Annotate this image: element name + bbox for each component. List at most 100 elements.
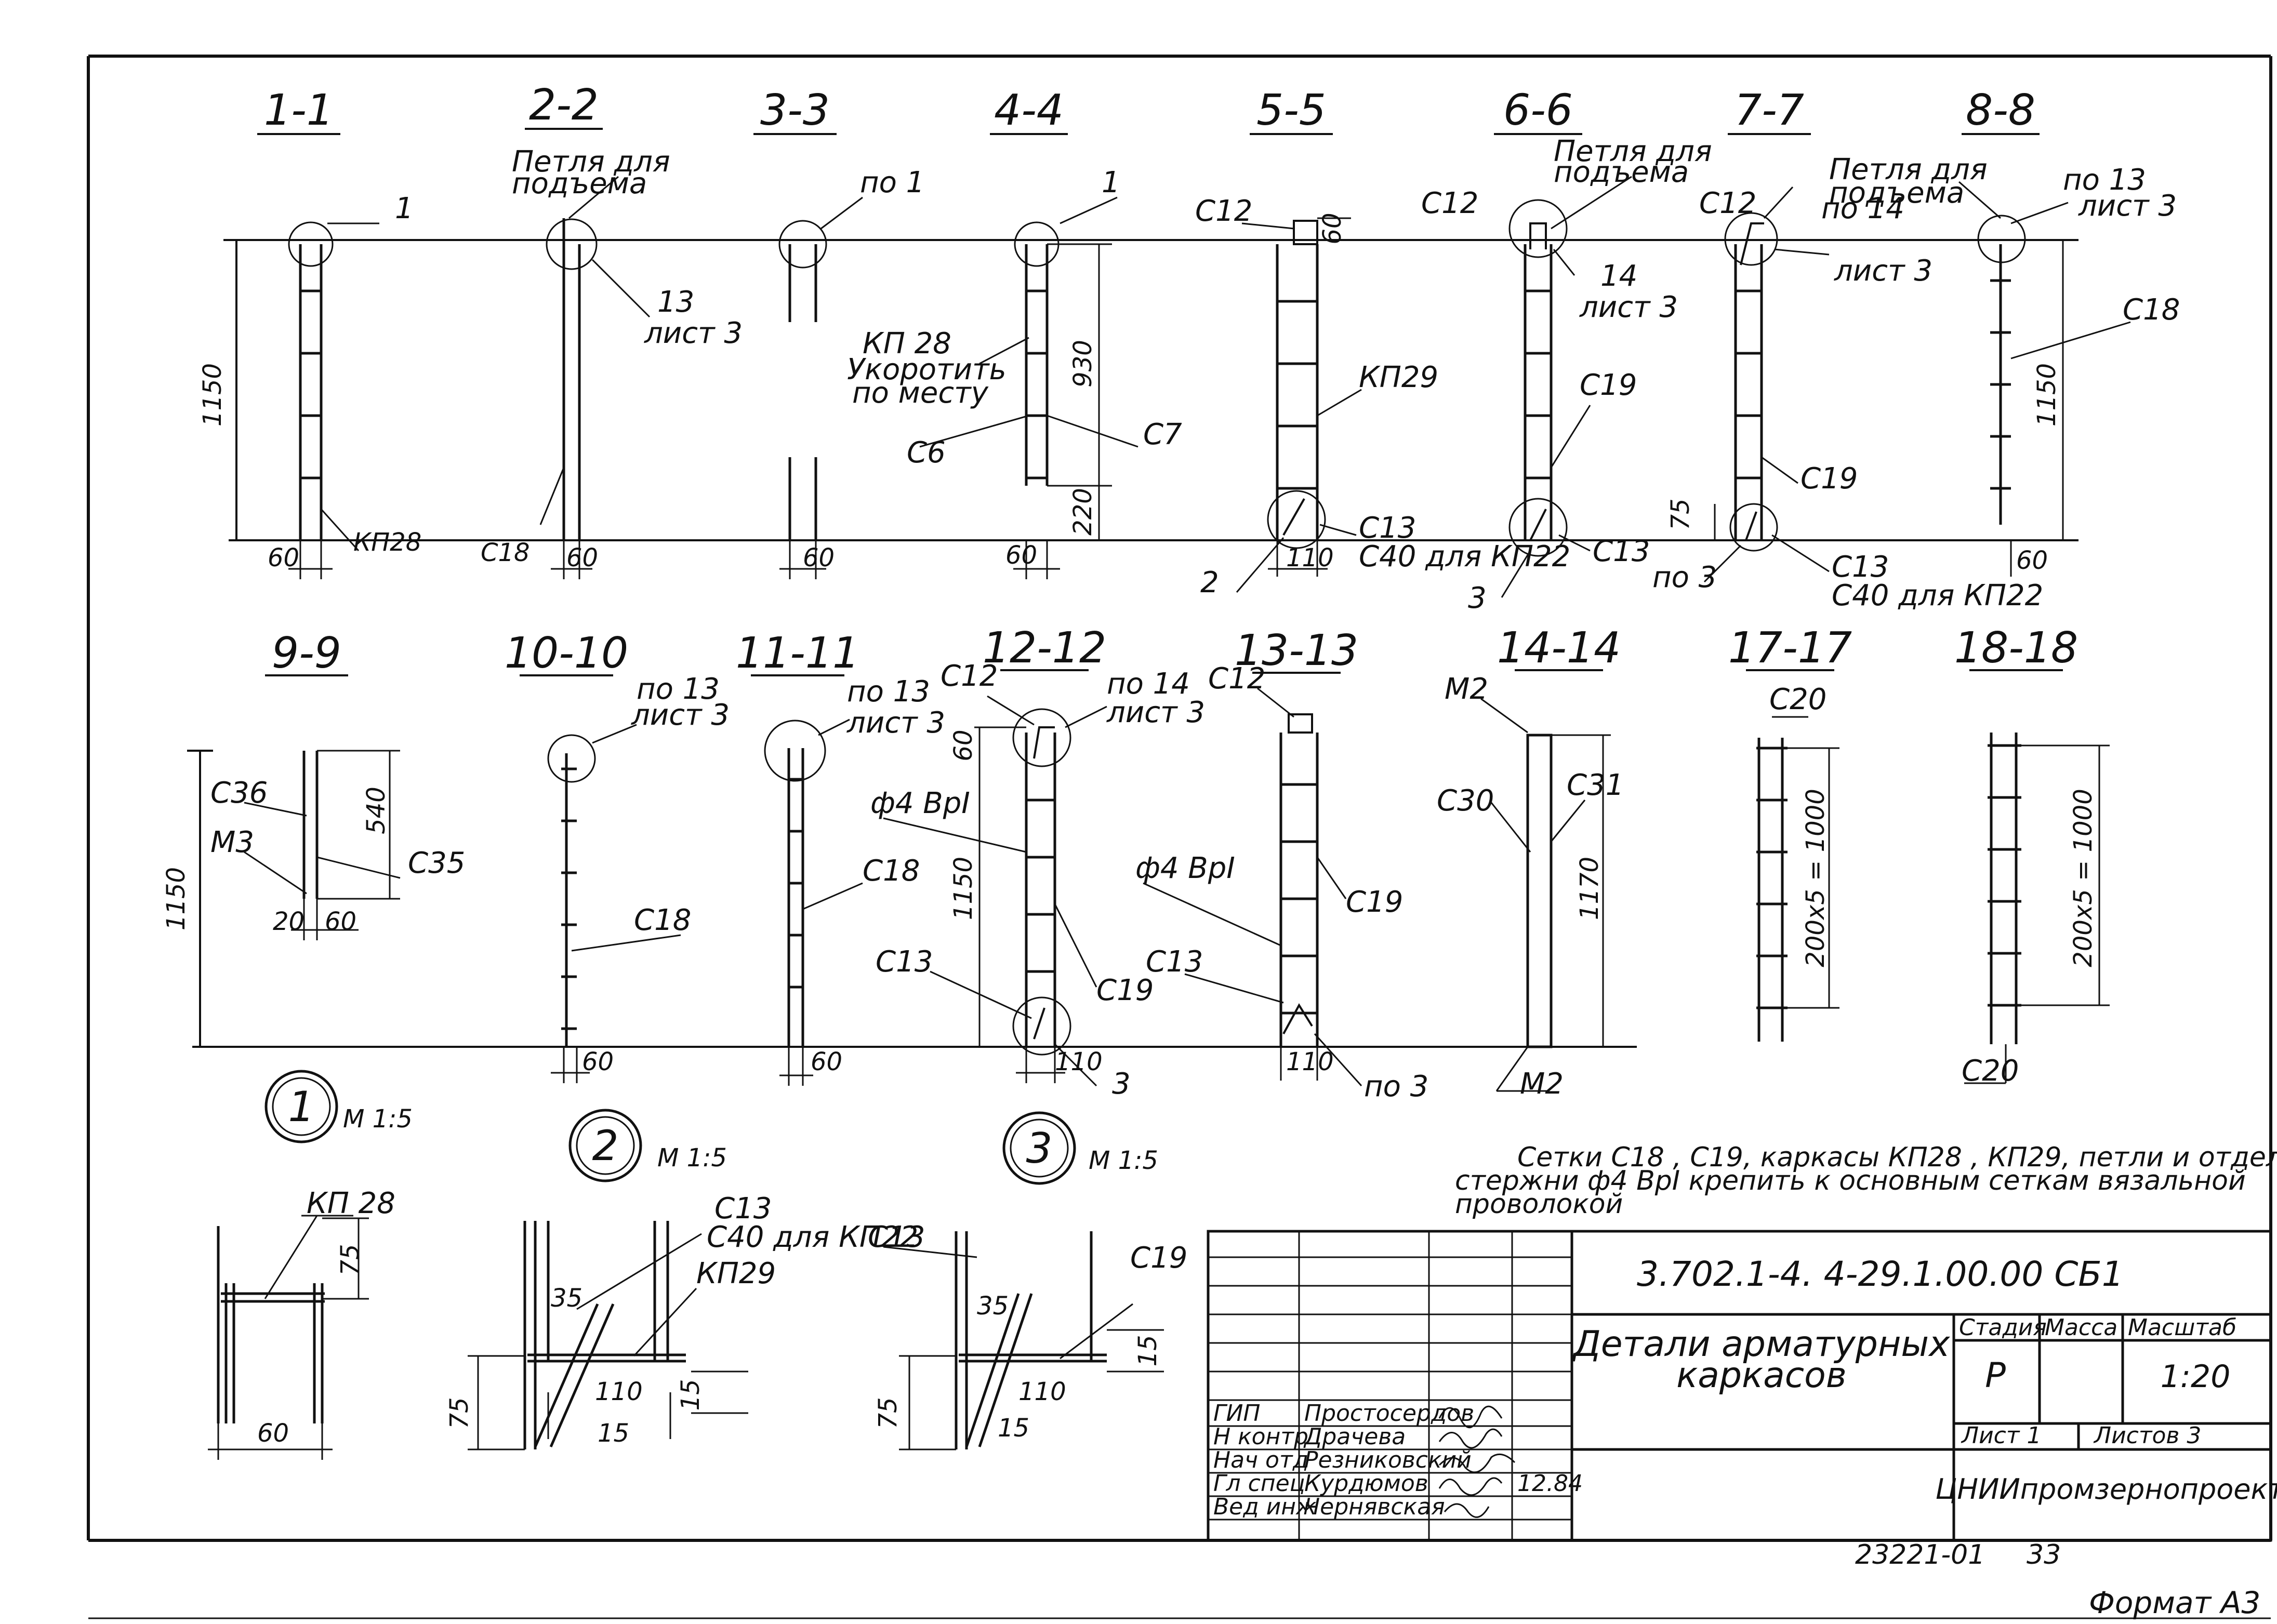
callout-12-12-3: 3 xyxy=(1112,1067,1131,1101)
callout-13-13-c13: С13 xyxy=(1146,945,1203,979)
callout-14-14-c31: С31 xyxy=(1567,768,1624,802)
callout-12-12-po14: по 14 xyxy=(1107,667,1190,701)
dim-110-13-13: 110 xyxy=(1286,1047,1334,1076)
dim-75-d2: 75 xyxy=(445,1397,474,1429)
footer-number: 23221-01 xyxy=(1855,1539,1985,1570)
dim-60-9-9: 60 xyxy=(325,907,356,936)
tb-organization: ЦНИИпромзернопроект xyxy=(1935,1473,2277,1506)
dim-540: 540 xyxy=(362,787,391,834)
section-14-14-rebar xyxy=(1480,698,1611,1092)
section-5-5-rebar xyxy=(1236,217,1362,593)
tb-scale: 1:20 xyxy=(2161,1359,2231,1395)
detail-2-kp29: КП29 xyxy=(696,1257,776,1290)
callout-6-6-loop-l2: подъема xyxy=(1554,155,1689,189)
callout-8-8-loop-l2: подъема xyxy=(1829,176,1964,210)
callout-14-14-m2b: М2 xyxy=(1520,1067,1564,1101)
tb-mass-header: Масса xyxy=(2045,1314,2117,1341)
callout-6-6-c13: С13 xyxy=(1593,535,1650,568)
detail-2-c40: С40 для КП22 xyxy=(707,1220,918,1254)
dim-110-5-5: 110 xyxy=(1286,543,1334,573)
tb-name-5: Чернявская xyxy=(1304,1494,1445,1520)
callout-8-8-loop-l1: Петля для xyxy=(1829,153,1988,187)
dim-60-d1: 60 xyxy=(257,1419,289,1448)
callout-2-2-list: лист 3 xyxy=(644,316,743,350)
tb-name-1: Простосердов xyxy=(1304,1400,1474,1427)
callout-5-5-c13: С13 xyxy=(1359,511,1416,545)
dim-60-2-2: 60 xyxy=(566,543,598,573)
general-note: Сетки С18 , С19, каркасы КП28 , КП29, пе… xyxy=(1455,1142,2277,1220)
callout-5-5-c12: С12 xyxy=(1195,194,1252,228)
callout-7-7-c13: С13 xyxy=(1832,550,1889,584)
callout-9-9-m3: М3 xyxy=(210,826,254,859)
callout-1-1-mark: 1 xyxy=(395,192,414,225)
detail-3-number: 3 xyxy=(1026,1124,1053,1173)
section-title-9-9: 9-9 xyxy=(272,629,341,678)
dim-15-d2b: 15 xyxy=(598,1419,629,1448)
section-title-5-5: 5-5 xyxy=(1256,86,1326,135)
detail-2-scale: М 1:5 xyxy=(657,1143,727,1173)
callout-11-11-c18: С18 xyxy=(863,854,920,888)
footer-page: 33 xyxy=(2027,1539,2061,1570)
tb-sheets: Листов 3 xyxy=(2093,1422,2201,1449)
middle-row: 1150 9-9 10-10 11-11 12-12 13-13 14-14 1… xyxy=(162,623,2110,1103)
callout-8-8-po13: по 13 xyxy=(2063,163,2146,197)
callout-6-6-c12: С12 xyxy=(1421,187,1478,220)
callout-2-2-loop-l1: Петля для xyxy=(512,145,670,179)
dim-220: 220 xyxy=(1068,488,1097,536)
section-18-18-rebar xyxy=(1964,733,2110,1084)
section-title-14-14: 14-14 xyxy=(1497,623,1621,673)
tb-role-gip: ГИП xyxy=(1213,1400,1261,1427)
callout-13-13-c12: С12 xyxy=(1208,662,1265,696)
section-title-17-17: 17-17 xyxy=(1728,623,1852,673)
callout-12-12-c13: С13 xyxy=(876,945,933,979)
callout-7-7-c40: С40 для КП22 xyxy=(1832,579,2043,613)
section-17-17-rebar xyxy=(1756,716,1839,1042)
callout-17-17-c20: С20 xyxy=(1769,683,1826,716)
callout-7-7-list: лист 3 xyxy=(1834,254,1932,288)
section-6-6-rebar xyxy=(1501,176,1632,598)
section-4-4-rebar xyxy=(919,196,1138,579)
callout-7-7-po3: по 3 xyxy=(1652,561,1717,594)
section-11-11-rebar xyxy=(764,718,863,1086)
detail-3-c19: С19 xyxy=(1130,1241,1187,1275)
callout-4-4-mesto: по месту xyxy=(852,376,989,410)
dim-35-d3: 35 xyxy=(977,1292,1009,1321)
callout-6-6-3: 3 xyxy=(1468,581,1487,615)
detail-2-rebar xyxy=(468,1221,748,1450)
callout-14-14-c30: С30 xyxy=(1437,784,1494,818)
top-row: 1150 1-1 2-2 3-3 4-4 5-5 6-6 7-7 8-8 xyxy=(198,81,2180,615)
section-title-10-10: 10-10 xyxy=(505,629,628,678)
callout-13-13-c19: С19 xyxy=(1346,885,1403,919)
detail-2: 2 М 1:5 С13 С40 для КП22 КП29 35 110 xyxy=(445,1109,918,1450)
dim-1150-9-9: 1150 xyxy=(162,867,191,930)
dim-60-10-10: 60 xyxy=(582,1047,614,1076)
callout-18-18-c20: С20 xyxy=(1962,1054,2019,1088)
section-title-1-1: 1-1 xyxy=(264,86,334,135)
dim-930: 930 xyxy=(1068,340,1097,388)
dim-15-d2a: 15 xyxy=(676,1379,705,1410)
callout-5-5-kp29: КП29 xyxy=(1359,361,1438,394)
callout-5-5-2: 2 xyxy=(1200,566,1219,600)
section-12-12-rebar xyxy=(883,695,1107,1087)
dim-75-d1: 75 xyxy=(336,1244,365,1275)
detail-3-c13: С13 xyxy=(868,1220,925,1254)
dim-1150-top: 1150 xyxy=(198,363,227,427)
note-line-2: стержни ф4 ВрI крепить к основным сеткам… xyxy=(1455,1165,2246,1196)
section-title-2-2: 2-2 xyxy=(529,81,599,130)
tb-title-line-1: Детали арматурных xyxy=(1572,1324,1950,1365)
section-title-8-8: 8-8 xyxy=(1966,86,2035,135)
callout-13-13-phi: ф4 ВрI xyxy=(1135,851,1235,885)
callout-4-4-c6: С6 xyxy=(907,436,946,470)
dim-200x5-17: 200x5 = 1000 xyxy=(1801,789,1830,967)
tb-title-line-2: каркасов xyxy=(1676,1355,1847,1396)
section-title-6-6: 6-6 xyxy=(1503,86,1573,135)
section-9-9-rebar xyxy=(244,750,401,940)
callout-2-2-13: 13 xyxy=(657,285,694,319)
dim-15-d3a: 15 xyxy=(1133,1335,1162,1366)
callout-7-7-po14: по 14 xyxy=(1821,192,1904,225)
dim-110-d3: 110 xyxy=(1018,1377,1066,1406)
section-title-13-13: 13-13 xyxy=(1235,626,1358,675)
callout-12-12-c19: С19 xyxy=(1096,974,1154,1007)
footer-format: Формат А3 xyxy=(2089,1585,2260,1620)
detail-1: 1 М 1:5 КП 28 75 60 xyxy=(208,1070,413,1460)
